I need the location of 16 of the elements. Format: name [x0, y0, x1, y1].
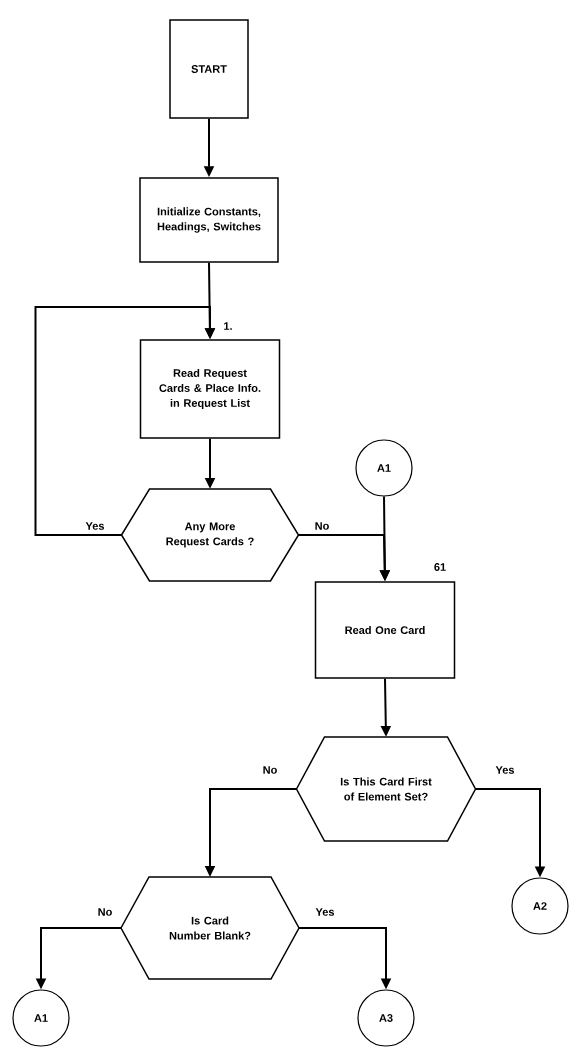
edge-label: Yes	[494, 765, 516, 775]
process-box: Initialize Constants, Headings, Switches	[139, 177, 279, 263]
process-box: Read One Card	[314, 581, 456, 679]
edge-label: No	[96, 907, 114, 917]
edge-label: No	[261, 765, 279, 775]
process-box: START	[169, 19, 249, 119]
edge-label: No	[313, 521, 331, 531]
edge-label: Yes	[84, 521, 106, 531]
process-box: Read Request Cards & Place Info. in Request List	[139, 339, 281, 439]
decision-hexagon: Is This Card First of Element Set?	[295, 736, 477, 842]
step-number: 1.	[224, 322, 232, 330]
decision-hexagon: Is Card Number Blank?	[120, 876, 300, 980]
arrow	[34, 306, 216, 536]
edge-label: Yes	[314, 907, 336, 917]
decision-hexagon: Any More Request Cards ?	[120, 488, 300, 582]
step-number: 61	[434, 563, 446, 571]
